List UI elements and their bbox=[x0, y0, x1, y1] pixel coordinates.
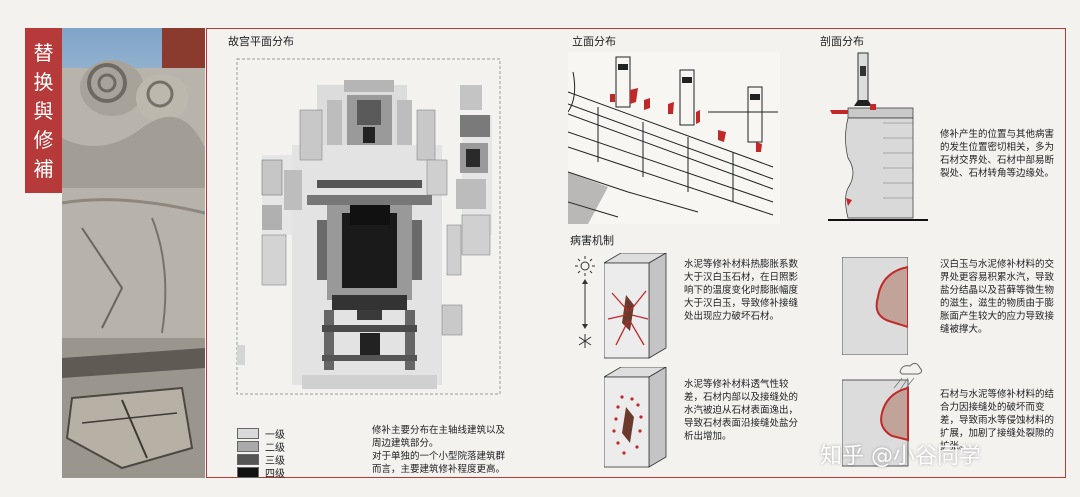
legend-label: 四级 bbox=[265, 469, 285, 480]
elevation-heading: 立面分布 bbox=[572, 35, 616, 48]
mechanism-heading: 病害机制 bbox=[570, 234, 614, 247]
legend-label: 二级 bbox=[265, 443, 285, 454]
elevation-drawing bbox=[568, 52, 780, 224]
legend-swatch bbox=[237, 454, 259, 465]
watermark-text: 知乎 @小谷同学 bbox=[820, 444, 981, 469]
sun-icon bbox=[575, 256, 595, 348]
photo-strip bbox=[62, 28, 205, 478]
mechanism-diagram-4 bbox=[842, 362, 922, 467]
mechanism-diagram-2 bbox=[842, 257, 908, 355]
stone-photos bbox=[62, 28, 205, 478]
mechanism-diagram-1 bbox=[604, 253, 667, 359]
rain-cloud-icon bbox=[893, 362, 922, 391]
mechanism-note-1: 水泥等修补材料热膨胀系数大于汉白玉石材，在日照影响下的温度变化时膨胀幅度大于汉白… bbox=[684, 259, 799, 322]
plan-note: 修补主要分布在主轴线建筑以及周边建筑部分。 对于单独的一个小型院落建筑群而言，主… bbox=[372, 425, 506, 475]
mechanism-note-3: 水泥等修补材料透气性较差，石材内部以及接缝处的水汽被迫从石材表面逸出，导致石材表… bbox=[684, 379, 799, 442]
section-heading: 剖面分布 bbox=[820, 35, 864, 48]
title-char: 换 bbox=[33, 70, 54, 94]
snowflake-icon bbox=[578, 334, 592, 348]
section-note: 修补产生的位置与其他病害的发生位置密切相关，多为石材交界处、石材中部易断裂处、石… bbox=[940, 129, 1055, 179]
title-band: 替 换 與 修 補 bbox=[25, 28, 62, 193]
mechanism-note-2: 汉白玉与水泥修补材料的交界处更容易积累水汽，导致盐分结晶以及苔藓等微生物的滋生，… bbox=[940, 259, 1055, 335]
legend-swatch bbox=[237, 441, 259, 452]
legend-swatch bbox=[237, 467, 259, 478]
section-drawing bbox=[828, 52, 928, 221]
mechanism-diagram-3 bbox=[604, 367, 667, 468]
content-frame bbox=[206, 28, 1066, 478]
title-char: 替 bbox=[33, 41, 54, 65]
title-char: 修 bbox=[33, 128, 54, 152]
palace-plan-map bbox=[236, 58, 501, 395]
legend-label: 一级 bbox=[265, 430, 285, 441]
legend-label: 三级 bbox=[265, 456, 285, 467]
title-char: 與 bbox=[33, 99, 54, 123]
watermark: 知乎 @小谷同学 bbox=[820, 438, 981, 470]
title-char: 補 bbox=[33, 157, 54, 181]
legend-swatch bbox=[237, 428, 259, 439]
plan-heading: 故宫平面分布 bbox=[228, 35, 294, 48]
mechanism-note-4: 石材与水泥等修补材料的结合力因接缝处的破坏而变差，导致雨水等侵蚀材料的扩展，加剧… bbox=[940, 389, 1055, 452]
